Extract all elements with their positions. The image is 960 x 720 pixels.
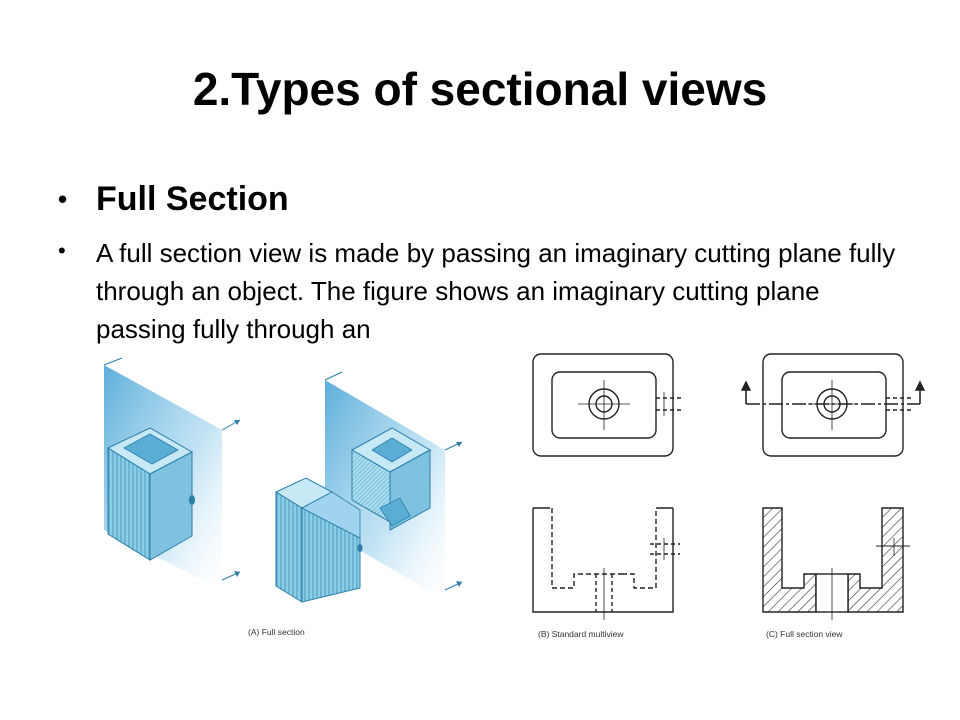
caption-full-section: (A) Full section [248,627,305,637]
slide-title: 2.Types of sectional views [192,63,768,115]
full-section-illustration-2 [274,371,463,603]
bullet-dot-icon: • [58,238,66,263]
standard-front-view [532,507,680,620]
bullet-full-section: • Full Section [58,178,898,220]
full-section-illustration-1 [103,357,241,590]
bullet-text: Full Section [96,180,289,218]
caption-full-section-view: (C) Full section view [766,629,843,639]
bullet-dot-icon: • [58,184,68,214]
figure-drawing [103,353,926,620]
bullet-text: A full section view is made by passing a… [96,238,896,344]
section-figure: (A) Full section (B) Standard multiview … [0,340,960,660]
section-top-view [740,353,926,457]
caption-standard-multiview: (B) Standard multiview [538,629,624,639]
section-front-view [762,507,910,620]
bullet-list: • Full Section • A full section view is … [58,178,898,348]
bullet-description: • A full section view is made by passing… [58,234,898,348]
standard-top-view [532,353,684,457]
